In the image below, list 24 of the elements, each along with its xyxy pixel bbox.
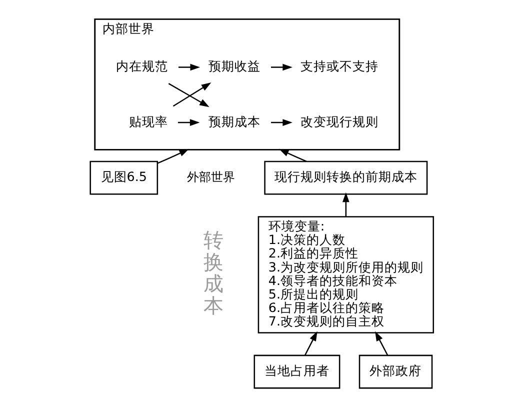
label: 转换成本 (203, 229, 224, 318)
arrow (177, 119, 200, 126)
node-box: 见图6.5 (89, 160, 158, 195)
arrow (342, 192, 349, 217)
arrow (168, 83, 209, 108)
node-text: 内在规范 (116, 58, 168, 74)
arrow (178, 64, 200, 71)
arrow (374, 331, 388, 356)
arrow (304, 331, 317, 356)
arrow (156, 148, 189, 164)
label: 外部世界 (186, 170, 234, 184)
node-text: 改变现行规则 (300, 114, 378, 129)
arrow (270, 119, 292, 126)
node-text: 贴现率 (128, 114, 168, 129)
node-box: 外部政府 (358, 354, 432, 389)
arrow (172, 82, 211, 107)
node-box: 当地占用者 (253, 354, 340, 389)
node-text: 预期成本 (208, 114, 260, 129)
node-box: 现行规则转换的前期成本 (264, 160, 428, 195)
arrow (270, 64, 292, 71)
node-text: 支持或不支持 (300, 58, 378, 74)
arrow (278, 148, 306, 162)
node-text: 预期收益 (208, 58, 260, 74)
node-box: 环境变量: 1.决策的人数 2.利益的异质性 3.为改变规则所使用的规则 4.领导者的技能和资本 5.所提出的规则 6.占用者以往的策略 7.改变规则的自主权 (257, 216, 434, 334)
